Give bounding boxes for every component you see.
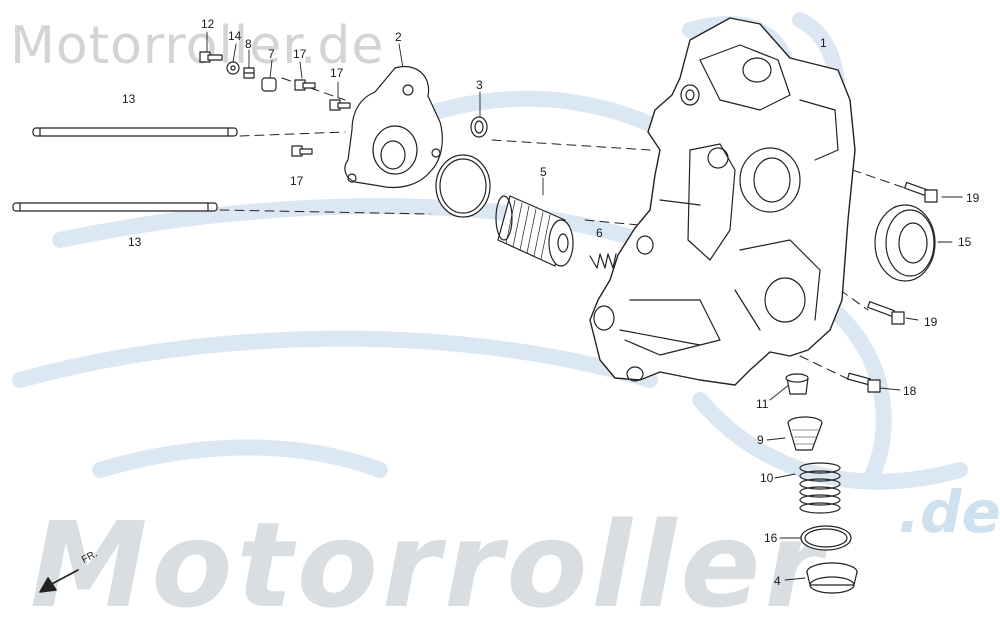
arrow-down-left-icon bbox=[39, 569, 79, 593]
callout-17-a: 17 bbox=[293, 47, 307, 61]
callout-1: 1 bbox=[820, 36, 827, 50]
bolt-17a bbox=[294, 79, 316, 91]
oil-filter-5 bbox=[495, 195, 574, 267]
callout-15: 15 bbox=[958, 235, 972, 249]
callout-13-upper: 13 bbox=[122, 92, 136, 106]
leader-lines bbox=[206, 31, 963, 581]
callout-8: 8 bbox=[245, 37, 252, 51]
callout-19-b: 19 bbox=[924, 315, 938, 329]
callout-14: 14 bbox=[228, 29, 242, 43]
stud-13-lower bbox=[12, 202, 218, 212]
callout-12: 12 bbox=[201, 17, 215, 31]
cap-11 bbox=[785, 373, 809, 395]
filter-cover-2 bbox=[344, 66, 443, 189]
spring-10 bbox=[799, 462, 841, 514]
bolt-19b bbox=[867, 301, 905, 325]
stud-13-upper bbox=[32, 127, 238, 137]
sleeve-7 bbox=[261, 77, 277, 92]
callout-3: 3 bbox=[476, 78, 483, 92]
bolt-17b bbox=[329, 99, 351, 111]
callout-7: 7 bbox=[268, 47, 275, 61]
callout-9: 9 bbox=[757, 433, 764, 447]
callout-17-b: 17 bbox=[330, 66, 344, 80]
callout-16: 16 bbox=[764, 531, 778, 545]
bolt-19a bbox=[904, 181, 938, 203]
watermark-top: Motorroller.de bbox=[10, 16, 385, 76]
drain-plug-4 bbox=[806, 562, 858, 594]
bolt-18 bbox=[846, 372, 881, 393]
strainer-9 bbox=[787, 416, 823, 451]
watermark-suffix: .de bbox=[898, 478, 1000, 546]
callout-4: 4 bbox=[774, 574, 781, 588]
bolt-12 bbox=[199, 51, 223, 63]
callout-6: 6 bbox=[596, 226, 603, 240]
callout-11: 11 bbox=[756, 397, 769, 411]
callout-19-a: 19 bbox=[966, 191, 980, 205]
parts-diagram: Motorroller.de Motorroller .de bbox=[10, 12, 1000, 634]
callout-2: 2 bbox=[395, 30, 402, 44]
spring-6 bbox=[589, 253, 617, 269]
bolt-17c bbox=[291, 145, 313, 157]
crankcase-1 bbox=[589, 17, 856, 386]
callout-18: 18 bbox=[903, 384, 917, 398]
nut-8 bbox=[243, 67, 255, 79]
oil-seal-15 bbox=[874, 204, 936, 282]
exploded-drawing bbox=[12, 17, 963, 594]
assembly-lines bbox=[219, 77, 906, 381]
callout-17-c: 17 bbox=[290, 174, 304, 188]
callout-5: 5 bbox=[540, 165, 547, 179]
callout-13-lower: 13 bbox=[128, 235, 142, 249]
oring-16 bbox=[800, 525, 852, 551]
oring-3 bbox=[435, 116, 491, 218]
callout-10: 10 bbox=[760, 471, 774, 485]
washer-14 bbox=[226, 61, 240, 75]
